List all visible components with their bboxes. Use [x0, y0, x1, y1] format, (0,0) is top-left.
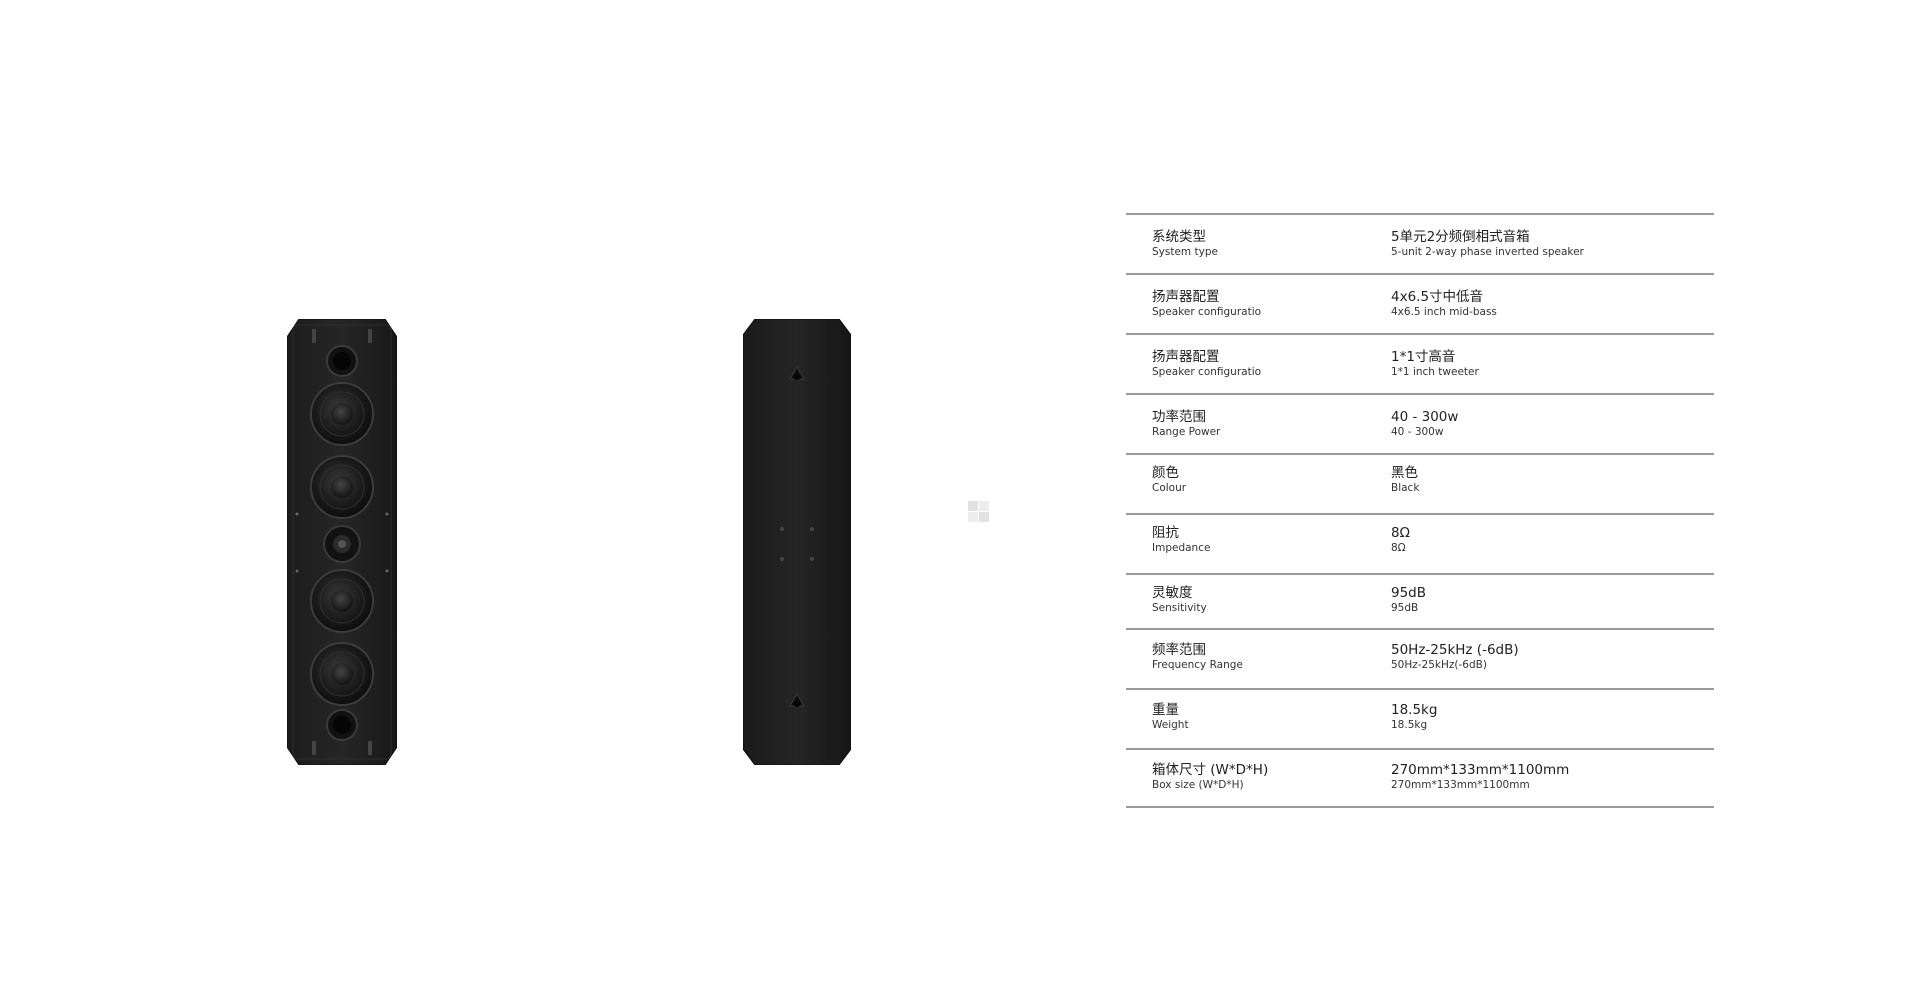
spec-value-en: 4x6.5 inch mid-bass: [1391, 306, 1497, 318]
spec-value-en: 270mm*133mm*1100mm: [1391, 779, 1530, 791]
spec-row: 频率范围 Frequency Range 50Hz-25kHz (-6dB) 5…: [1126, 628, 1714, 688]
spec-row: 功率范围 Range Power 40 - 300w 40 - 300w: [1126, 393, 1714, 453]
spec-value-en: Black: [1391, 482, 1420, 494]
spec-value-en: 8Ω: [1391, 542, 1406, 554]
spec-value-en: 40 - 300w: [1391, 426, 1444, 438]
spec-label-en: Sensitivity: [1152, 602, 1207, 614]
spec-label-zh: 功率范围: [1152, 409, 1206, 425]
spec-label-zh: 颜色: [1152, 465, 1179, 481]
spec-value-zh: 8Ω: [1391, 525, 1410, 541]
spec-value-zh: 270mm*133mm*1100mm: [1391, 762, 1570, 778]
spec-value-zh: 50Hz-25kHz (-6dB): [1391, 642, 1519, 658]
speaker-front-image: [287, 319, 397, 765]
spec-value-en: 50Hz-25kHz(-6dB): [1391, 659, 1487, 671]
spec-row: 阻抗 Impedance 8Ω 8Ω: [1126, 513, 1714, 573]
spec-label-en: Weight: [1152, 719, 1189, 731]
spec-value-en: 1*1 inch tweeter: [1391, 366, 1479, 378]
spec-label-zh: 重量: [1152, 702, 1179, 718]
spec-row: 灵敏度 Sensitivity 95dB 95dB: [1126, 573, 1714, 628]
spec-label-zh: 灵敏度: [1152, 585, 1193, 601]
spec-label-zh: 阻抗: [1152, 525, 1179, 541]
spec-label-en: Box size (W*D*H): [1152, 779, 1244, 791]
spec-label-zh: 扬声器配置: [1152, 289, 1220, 305]
spec-value-zh: 95dB: [1391, 585, 1427, 601]
spec-label-en: System type: [1152, 246, 1218, 258]
loading-icon: [968, 501, 990, 523]
spec-table: 系统类型 System type 5单元2分频倒相式音箱 5-unit 2-wa…: [1126, 213, 1714, 808]
spec-row: 箱体尺寸 (W*D*H) Box size (W*D*H) 270mm*133m…: [1126, 748, 1714, 808]
spec-value-en: 5-unit 2-way phase inverted speaker: [1391, 246, 1584, 258]
spec-row: 扬声器配置 Speaker configuratio 4x6.5寸中低音 4x6…: [1126, 273, 1714, 333]
spec-label-en: Speaker configuratio: [1152, 306, 1262, 318]
spec-label-en: Range Power: [1152, 426, 1221, 438]
spec-value-en: 95dB: [1391, 602, 1419, 614]
spec-label-en: Impedance: [1152, 542, 1211, 554]
spec-row: 扬声器配置 Speaker configuratio 1*1寸高音 1*1 in…: [1126, 333, 1714, 393]
spec-label-zh: 系统类型: [1152, 229, 1206, 245]
spec-label-en: Speaker configuratio: [1152, 366, 1262, 378]
spec-label-en: Frequency Range: [1152, 659, 1243, 671]
speaker-back-image: [743, 319, 851, 765]
spec-value-zh: 黑色: [1391, 465, 1418, 481]
spec-value-zh: 1*1寸高音: [1391, 349, 1456, 365]
spec-row: 颜色 Colour 黑色 Black: [1126, 453, 1714, 513]
spec-row: 系统类型 System type 5单元2分频倒相式音箱 5-unit 2-wa…: [1126, 213, 1714, 273]
spec-value-zh: 40 - 300w: [1391, 409, 1459, 425]
spec-row: 重量 Weight 18.5kg 18.5kg: [1126, 688, 1714, 748]
spec-value-zh: 4x6.5寸中低音: [1391, 289, 1484, 305]
spec-label-zh: 频率范围: [1152, 642, 1206, 658]
spec-value-en: 18.5kg: [1391, 719, 1428, 731]
spec-label-en: Colour: [1152, 482, 1187, 494]
spec-value-zh: 18.5kg: [1391, 702, 1438, 718]
spec-value-zh: 5单元2分频倒相式音箱: [1391, 229, 1530, 245]
spec-label-zh: 扬声器配置: [1152, 349, 1220, 365]
spec-label-zh: 箱体尺寸 (W*D*H): [1152, 762, 1269, 778]
